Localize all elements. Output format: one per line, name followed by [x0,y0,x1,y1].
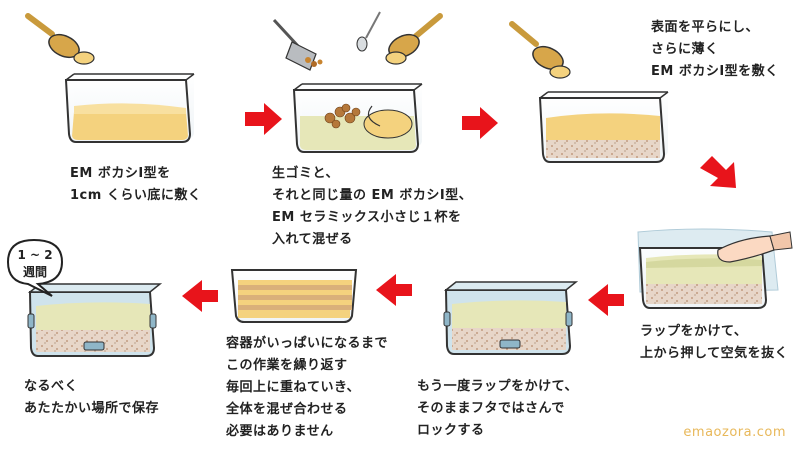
container-step2 [292,83,423,153]
container-step6 [230,269,358,323]
step4-illustration [637,228,793,309]
step5-illustration [443,281,579,355]
step6-caption: 容器がいっぱいになるまで この作業を繰り返す 毎回上に重ねていき、 全体を混ぜ合… [226,336,389,439]
container-step7 [27,283,163,357]
container-step4 [637,228,779,309]
step4-caption: ラップをかけて、 上から押して空気を抜く [640,324,789,361]
arrow-left-icon [376,274,412,306]
shovel-icon [272,18,323,71]
scoop-icon [385,13,443,65]
scoop-icon [509,21,571,79]
site-watermark: emaozora.com [683,425,786,440]
step2-illustration [272,11,443,153]
step5-caption: もう一度ラップをかけて、 そのままフタではさんで ロックする [417,379,578,438]
step1-illustration [25,13,195,143]
bubble-duration-range: 1 ~ 2 [17,248,52,262]
arrow-right-icon [462,107,498,139]
hand-icon [717,231,793,263]
spoon-icon [356,11,381,52]
arrow-left-icon [588,284,624,316]
step3-illustration [509,21,669,163]
step7-caption: なるべく あたたかい場所で保存 [24,379,160,416]
bubble-duration-unit: 週間 [23,264,47,279]
step2-caption: 生ゴミと、 それと同じ量の EM ボカシⅠ型、 EM セラミックス小さじ１杯を … [272,166,473,247]
container-step5 [443,281,579,355]
step3-caption: 表面を平らにし、 さらに薄く EM ボカシⅠ型を敷く [651,20,779,79]
step1-caption: EM ボカシⅠ型を 1cm くらい底に敷く [70,166,202,203]
arrow-down-icon [700,156,736,188]
arrow-left-icon [182,280,218,312]
step6-illustration [230,269,358,323]
container-step3 [538,91,669,163]
container-step1 [64,73,195,143]
speech-bubble: 1 ~ 2 週間 [6,238,64,297]
scoop-icon [25,13,95,65]
step7-illustration: 1 ~ 2 週間 [6,238,163,357]
arrow-right-icon [245,103,282,135]
